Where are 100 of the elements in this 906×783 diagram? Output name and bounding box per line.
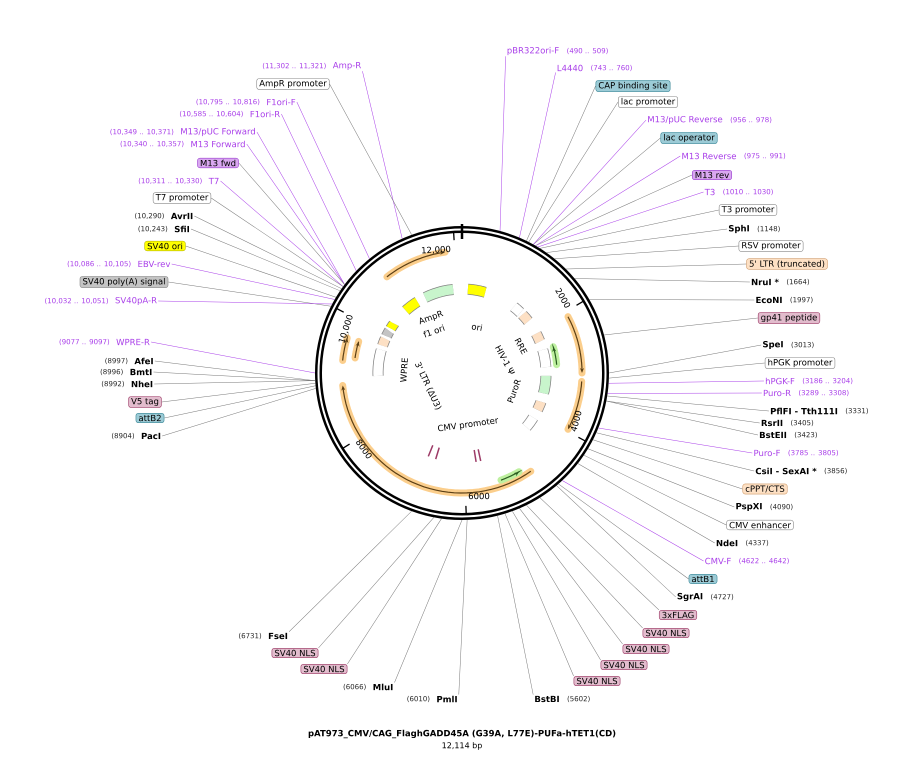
primer-label: F1ori-F (267, 98, 296, 106)
leader-line (608, 362, 766, 378)
scale-label: 6000 (468, 492, 490, 500)
leader-line (526, 86, 596, 242)
leader-line (533, 120, 646, 245)
leader-line (535, 156, 681, 246)
leader-line (533, 138, 661, 245)
primer-label: hPGK-F (766, 378, 794, 384)
feature-label: lac operator (660, 132, 718, 144)
leader-line (606, 400, 760, 424)
leader-line (190, 228, 340, 292)
leader-line (604, 318, 758, 336)
enzyme-site-label: SphI (728, 224, 749, 234)
leader-line (158, 300, 332, 304)
leader-line (318, 517, 434, 648)
enzyme-site-label: SfiI (174, 226, 190, 232)
leader-line (256, 132, 345, 285)
feature-label: SV40 NLS (622, 644, 670, 654)
leader-line (535, 174, 692, 246)
enzyme-site-label: PspXI (736, 503, 762, 511)
feature-label: CMV promoter (438, 418, 498, 432)
leader-line (608, 380, 764, 384)
primer-label: M13 Forward (191, 140, 245, 148)
feature-label: SV40 NLS (272, 648, 318, 658)
feature-label: SV40 NLS (600, 660, 648, 670)
leader-line (497, 515, 534, 695)
primer-label: Amp-R (332, 62, 361, 70)
leader-line (519, 508, 623, 644)
feature-label: AmpR (420, 310, 444, 324)
scale-label: 4000 (570, 410, 582, 432)
leader-line (194, 216, 342, 289)
leader-line (329, 84, 412, 236)
leader-line (154, 360, 316, 381)
enzyme-site-label: BstBI (535, 696, 559, 702)
leader-line (546, 228, 728, 253)
title: pAT973_CMV/CAG_FlaghGADD45A (G39A, L77E)-PUFa-hTET1(CD) (308, 730, 616, 738)
leader-line (528, 102, 618, 242)
feature-label: WPRE (400, 358, 408, 382)
leader-line (526, 504, 643, 628)
leader-line (589, 299, 755, 300)
plasmid-map-drawing (315, 224, 609, 520)
leader-line (362, 70, 402, 239)
enzyme-site-label: CsiI - SexAI * (756, 468, 816, 474)
leader-line (288, 510, 412, 632)
feature-label: 3xFLAG (658, 610, 698, 620)
primer-label: M13 Reverse (682, 152, 736, 160)
leader-line (606, 400, 758, 436)
enzyme-site-label: MluI (374, 684, 393, 690)
feature-label: M13 fwd (197, 158, 239, 168)
leader-line (458, 520, 468, 695)
leader-line (153, 372, 316, 381)
feature-label: gp41 peptide (758, 312, 820, 324)
enzyme-site-label: PflFI - Tth111I (770, 408, 838, 414)
feature-label: PuroR (507, 380, 521, 403)
feature-label: f1 ori (423, 324, 445, 338)
feature-label: attB1 (688, 574, 718, 584)
enzyme-site-label: PmlI (437, 696, 457, 702)
feature-label: RSV promoter (738, 240, 804, 252)
feature-label: T3 promoter (718, 204, 778, 216)
feature-label: M13 rev (692, 170, 732, 180)
enzyme-site-label: SgrAI (678, 592, 702, 602)
feature-label: CMV enhancer (726, 520, 794, 530)
leader-line (607, 392, 762, 394)
feature-label: cPPT/CTS (742, 484, 788, 494)
leader-line (574, 278, 750, 282)
leader-line (394, 520, 462, 683)
leader-line (162, 388, 316, 436)
leader-line (608, 344, 762, 374)
primer-label: T3 (704, 188, 715, 196)
leader-line (556, 485, 676, 598)
leader-line (150, 342, 316, 374)
primer-label: EBV-rev (138, 260, 170, 268)
leader-line (606, 396, 770, 412)
leader-line (210, 198, 344, 287)
primer-label: CMV-F (705, 558, 731, 564)
enzyme-site-label: BstEII (760, 432, 786, 438)
enzyme-site-label: EcoNI (756, 296, 782, 304)
scale-label: 10,000 (338, 314, 353, 343)
leader-line (296, 102, 370, 259)
feature-label: T7 promoter (152, 192, 212, 204)
primer-label: SV40pA-R (116, 296, 157, 306)
enzyme-site-label: NdeI (716, 540, 738, 546)
feature-label: SV40 NLS (574, 676, 620, 686)
leader-line (540, 210, 720, 249)
feature-label: V5 tag (128, 396, 162, 408)
leader-line (537, 192, 704, 248)
primer-label: L4440 (558, 64, 583, 72)
enzyme-site-label: BmtI (130, 368, 152, 376)
leader-line (596, 432, 754, 472)
leader-line (592, 439, 743, 490)
primer-label: F1ori-R (250, 110, 280, 118)
leader-line (566, 264, 746, 270)
caption: 12,114 bp (442, 742, 482, 750)
feature-label: SV40 NLS (300, 664, 348, 674)
enzyme-site-label: FseI (268, 632, 288, 640)
leader-line (164, 386, 316, 418)
leader-line (512, 510, 601, 660)
primer-label: WPRE-R (116, 338, 150, 346)
leader-line (598, 428, 753, 454)
leader-line (519, 72, 556, 238)
